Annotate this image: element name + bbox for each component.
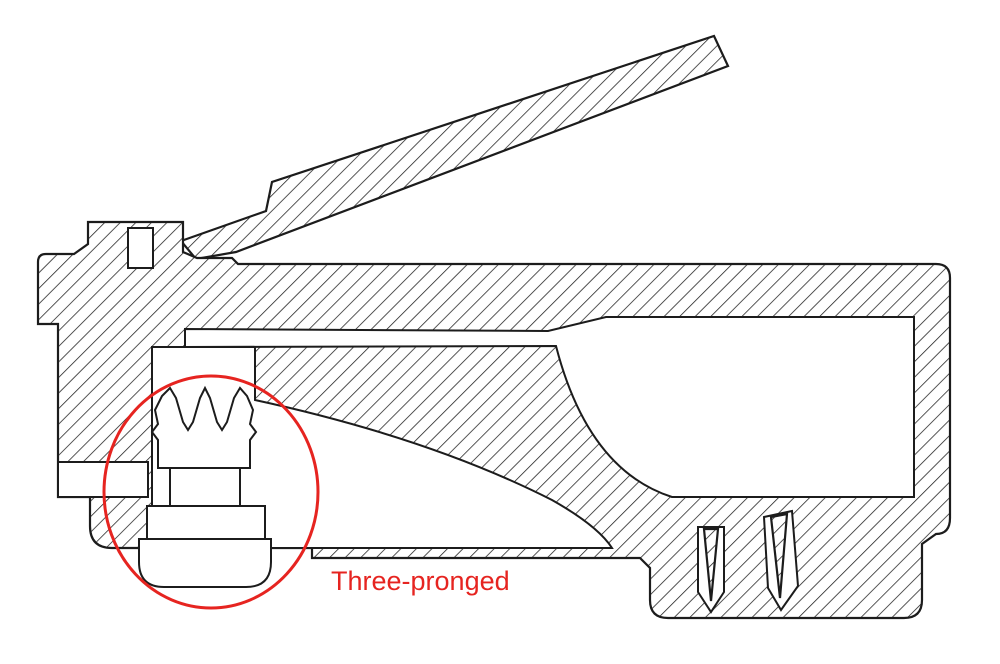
strain-tooth-right [769,512,789,599]
top-slot-cavity [127,227,154,269]
lower-cavity [151,346,614,549]
contact-neck [169,467,241,507]
conductor-channel-cavity [184,316,915,498]
annotation-label: Three-pronged [331,566,510,596]
front-window-cavity [57,461,149,498]
contact-base [138,538,272,588]
latch-arm [179,34,730,261]
strain-tooth-left [702,527,720,602]
highlight-ellipse [102,374,320,610]
contact-flange [146,505,266,540]
contact-prongs [150,385,258,469]
